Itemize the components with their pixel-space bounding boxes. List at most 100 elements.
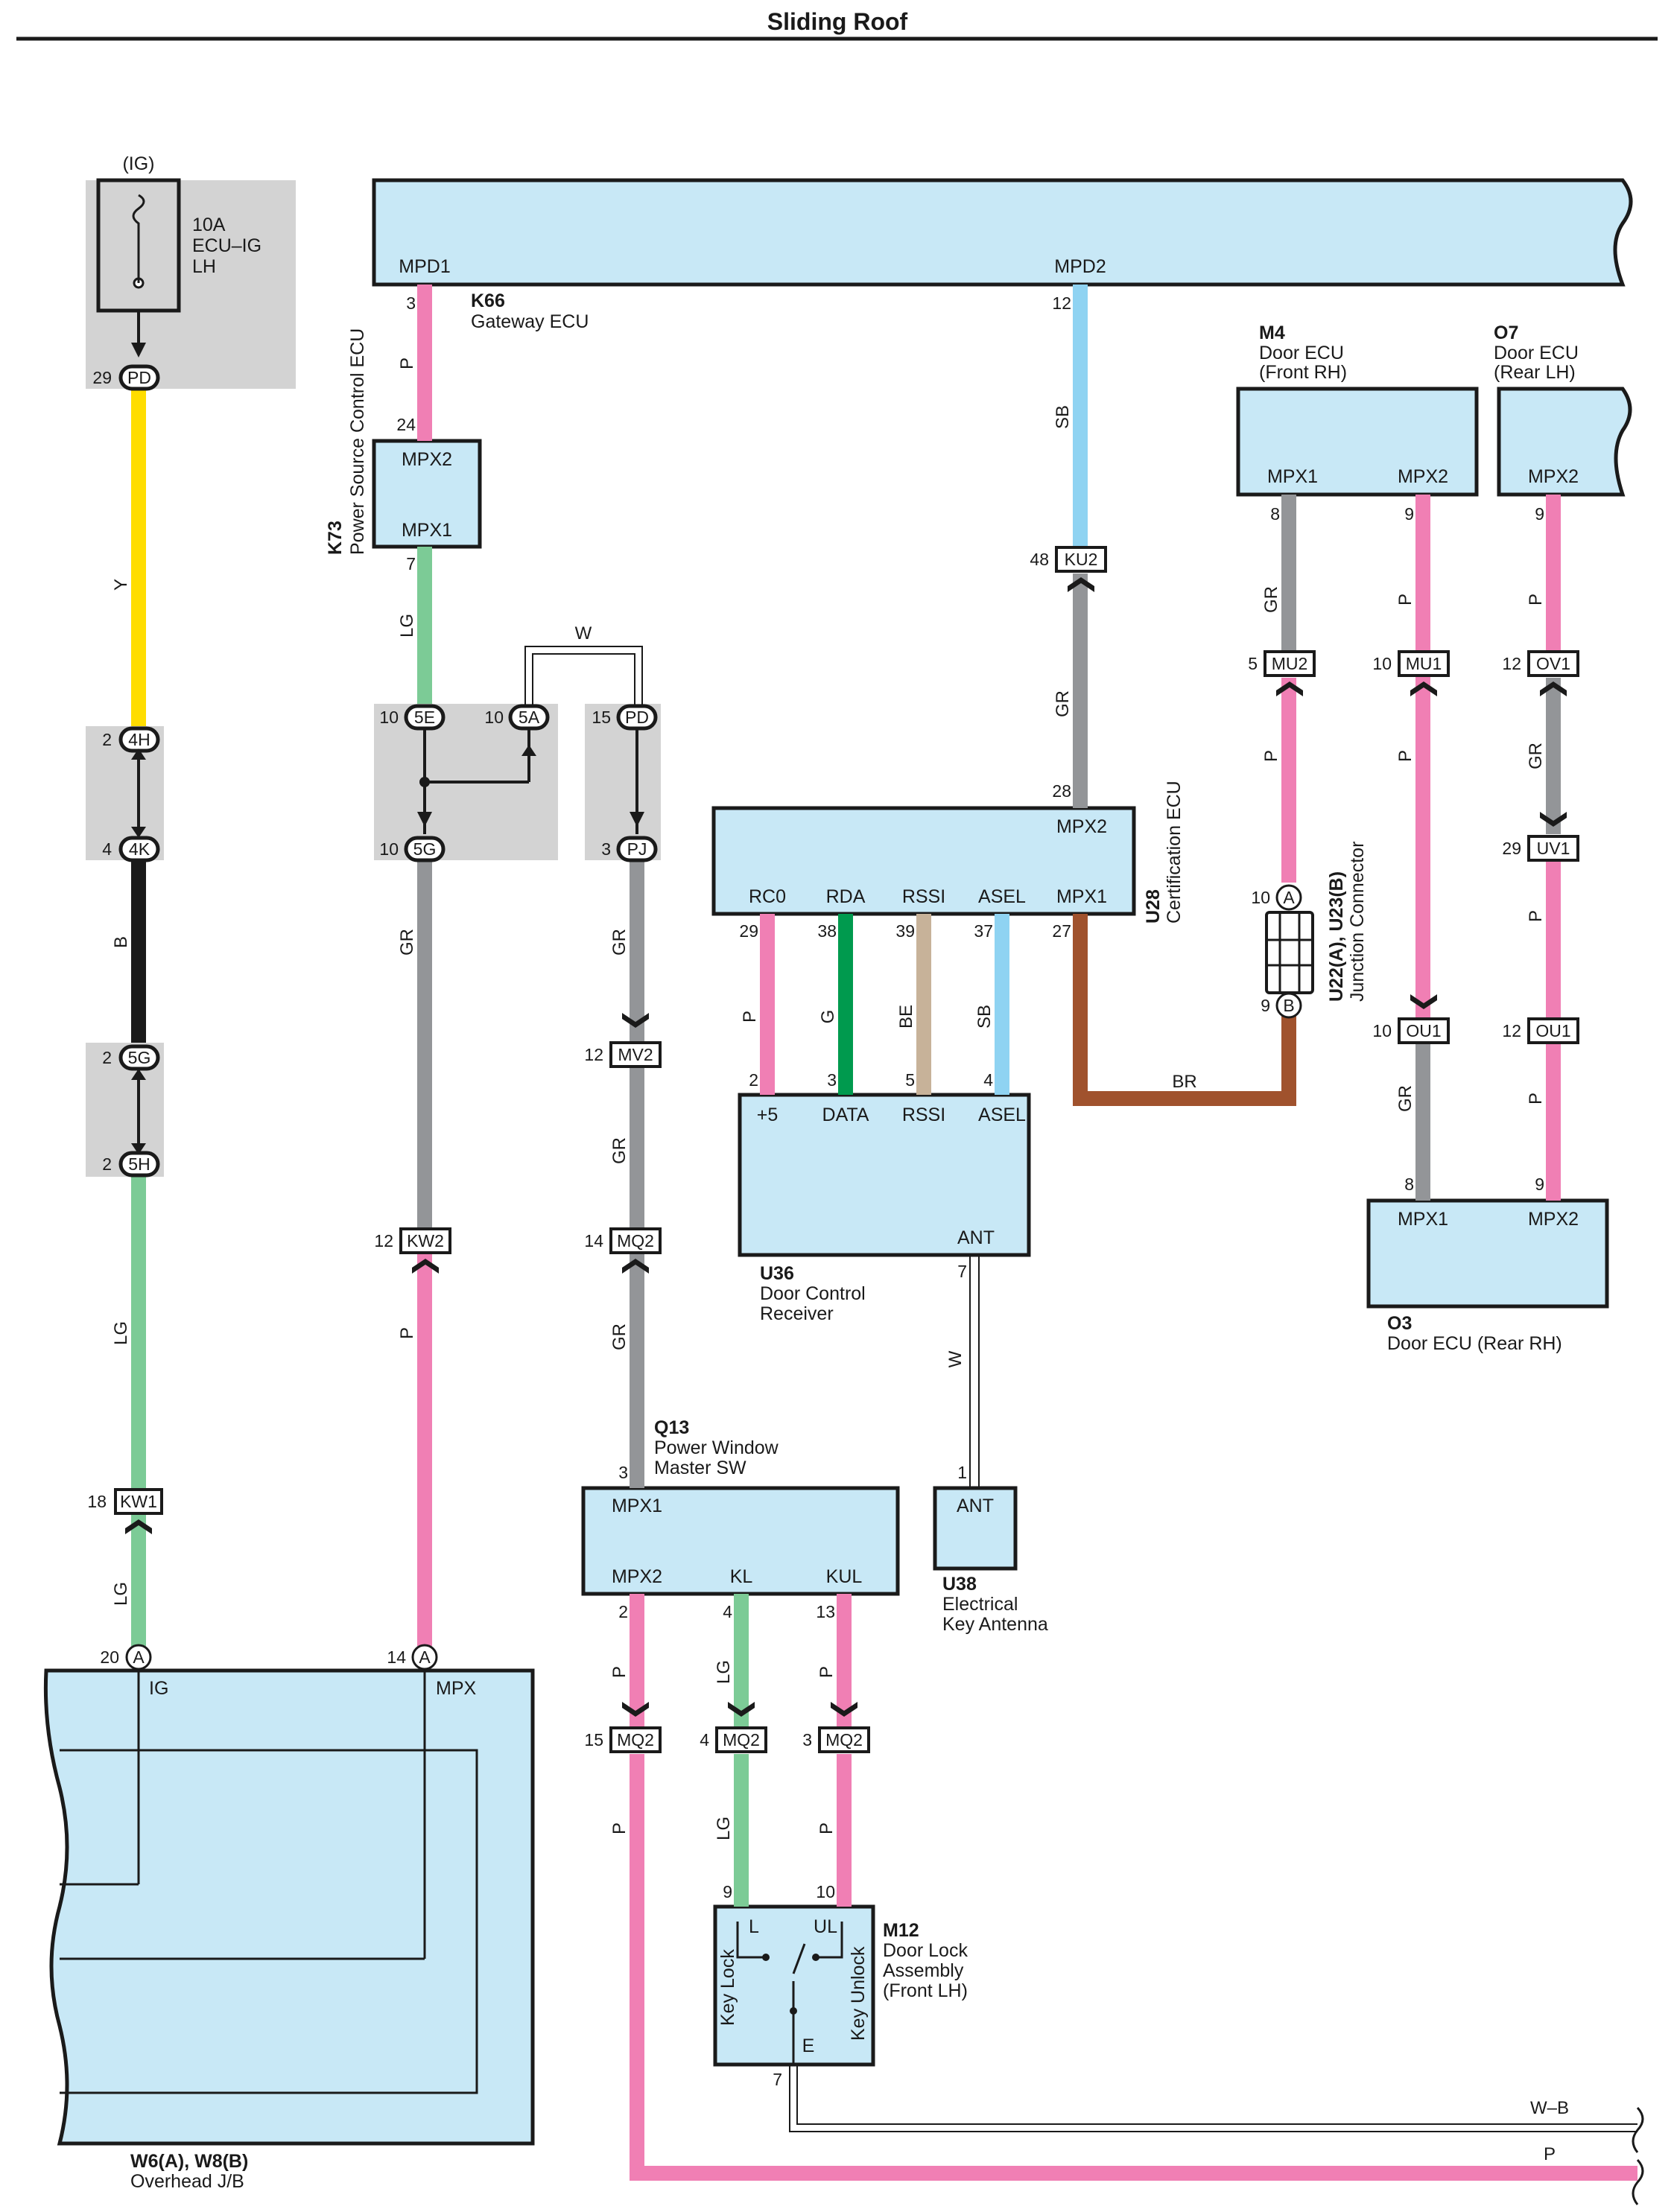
svg-text:PD: PD [625, 708, 649, 727]
svg-text:GR: GR [609, 929, 630, 956]
door-ecu-rear-rh-box [1366, 1198, 1609, 1309]
svg-text:18: 18 [87, 1492, 107, 1511]
svg-text:9: 9 [1261, 996, 1270, 1015]
connector-a-mpx [411, 1644, 438, 1671]
wire-color-labels: Y B LG LG P LG GR W GR GR GR P SB GR GR … [111, 357, 1569, 2164]
svg-text:P: P [817, 1666, 837, 1678]
connector-ovals [118, 364, 658, 1177]
psc-id: K73 [325, 521, 346, 555]
u36-pin-asel: ASEL [978, 1105, 1026, 1125]
svg-text:9: 9 [1404, 504, 1414, 524]
svg-text:OV1: OV1 [1536, 654, 1570, 673]
connector-a-ig [125, 1644, 152, 1671]
u28-pin-asel: ASEL [978, 886, 1026, 907]
jb-name: Overhead J/B [130, 2171, 244, 2192]
svg-text:LG: LG [111, 1321, 131, 1345]
svg-text:A: A [1283, 888, 1295, 907]
u28-id: U28 [1143, 889, 1164, 924]
svg-text:LG: LG [714, 1660, 734, 1684]
fuse-name-3: LH [192, 256, 216, 277]
u28-name: Certification ECU [1164, 781, 1185, 924]
svg-text:W: W [575, 623, 592, 643]
svg-text:KW1: KW1 [120, 1492, 157, 1511]
svg-text:3: 3 [601, 839, 611, 859]
wires [60, 285, 1637, 2181]
svg-text:3: 3 [618, 1463, 628, 1482]
psc-pin-mpx1: MPX1 [402, 520, 452, 541]
svg-text:38: 38 [817, 921, 837, 941]
jb-pin-ig: IG [149, 1678, 168, 1699]
m12-pin-ul: UL [814, 1916, 837, 1937]
svg-text:15: 15 [592, 708, 611, 727]
svg-text:SB: SB [1053, 405, 1073, 429]
fuse-name-2: ECU–IG [192, 235, 261, 256]
svg-text:14: 14 [387, 1647, 406, 1667]
svg-text:MU2: MU2 [1272, 654, 1308, 673]
svg-text:PD: PD [127, 368, 151, 387]
svg-text:MQ2: MQ2 [723, 1730, 760, 1749]
svg-text:B: B [111, 936, 131, 948]
svg-text:10: 10 [379, 839, 399, 859]
svg-text:12: 12 [374, 1231, 393, 1250]
gateway-ecu-box [372, 178, 1633, 287]
svg-text:GR: GR [609, 1137, 630, 1164]
page-title: Sliding Roof [767, 8, 908, 35]
svg-text:3: 3 [406, 293, 416, 313]
u28-pin-rc0: RC0 [749, 886, 786, 907]
svg-text:P: P [1526, 1093, 1546, 1105]
svg-text:PJ: PJ [627, 839, 647, 859]
overhead-jb-inner [60, 1749, 478, 2094]
m12-pin-l: L [749, 1916, 759, 1937]
door-control-receiver-box [738, 1093, 1031, 1257]
m4-name-2: (Front RH) [1259, 362, 1347, 383]
svg-text:5E: 5E [414, 708, 435, 727]
svg-text:LG: LG [397, 614, 417, 638]
svg-text:12: 12 [1502, 1021, 1521, 1040]
u38-pin-ant: ANT [957, 1496, 994, 1516]
svg-text:29: 29 [739, 921, 758, 941]
m4-pin-mpx1: MPX1 [1267, 466, 1318, 487]
m12-pin-e: E [802, 2035, 815, 2056]
svg-text:P: P [1261, 750, 1281, 762]
svg-text:13: 13 [816, 1602, 835, 1621]
svg-text:10: 10 [1372, 1021, 1392, 1040]
svg-text:4: 4 [700, 1730, 709, 1749]
svg-text:24: 24 [396, 415, 416, 434]
svg-text:LG: LG [714, 1817, 734, 1840]
svg-text:2: 2 [102, 1048, 112, 1067]
pin-numbers: 3 24 7 12 28 8 9 9 29 38 39 37 27 2 3 5 … [396, 293, 1544, 2089]
svg-text:5H: 5H [128, 1154, 150, 1174]
m12-key-unlock: Key Unlock [848, 1946, 869, 2041]
svg-text:P: P [1526, 910, 1546, 922]
svg-text:5G: 5G [413, 839, 437, 859]
svg-text:G: G [818, 1010, 838, 1024]
connector-labels: PD 29 4H 2 4K 4 5G 2 5H 2 KW1 18 5E 10 5… [87, 368, 1570, 1749]
svg-text:4H: 4H [128, 730, 150, 749]
svg-text:7: 7 [957, 1262, 967, 1281]
q13-id: Q13 [654, 1417, 689, 1438]
svg-text:P: P [1395, 750, 1415, 762]
svg-text:P: P [609, 1822, 630, 1834]
u38-name-2: Key Antenna [942, 1614, 1048, 1635]
svg-text:2: 2 [618, 1602, 628, 1621]
svg-text:GR: GR [1526, 743, 1546, 769]
u28-pin-rda: RDA [826, 886, 866, 907]
q13-pin-kul: KUL [826, 1566, 863, 1587]
svg-text:1: 1 [957, 1463, 967, 1482]
u36-pin-data: DATA [822, 1105, 869, 1125]
connector-a-junction [1275, 884, 1302, 911]
u36-name-2: Receiver [760, 1303, 834, 1324]
m12-name-2: Assembly [883, 1960, 964, 1981]
svg-text:BE: BE [896, 1005, 916, 1029]
svg-text:P: P [1526, 594, 1546, 606]
svg-text:5: 5 [1248, 654, 1258, 673]
svg-text:3: 3 [827, 1070, 837, 1090]
gateway-pin-mpd1: MPD1 [399, 256, 450, 277]
wire-br [1073, 914, 1296, 1106]
junction-name: Junction Connector [1347, 842, 1368, 1002]
svg-text:48: 48 [1030, 550, 1049, 569]
svg-text:MQ2: MQ2 [617, 1730, 654, 1749]
svg-text:LG: LG [111, 1582, 131, 1606]
o7-name-2: (Rear LH) [1494, 362, 1576, 383]
